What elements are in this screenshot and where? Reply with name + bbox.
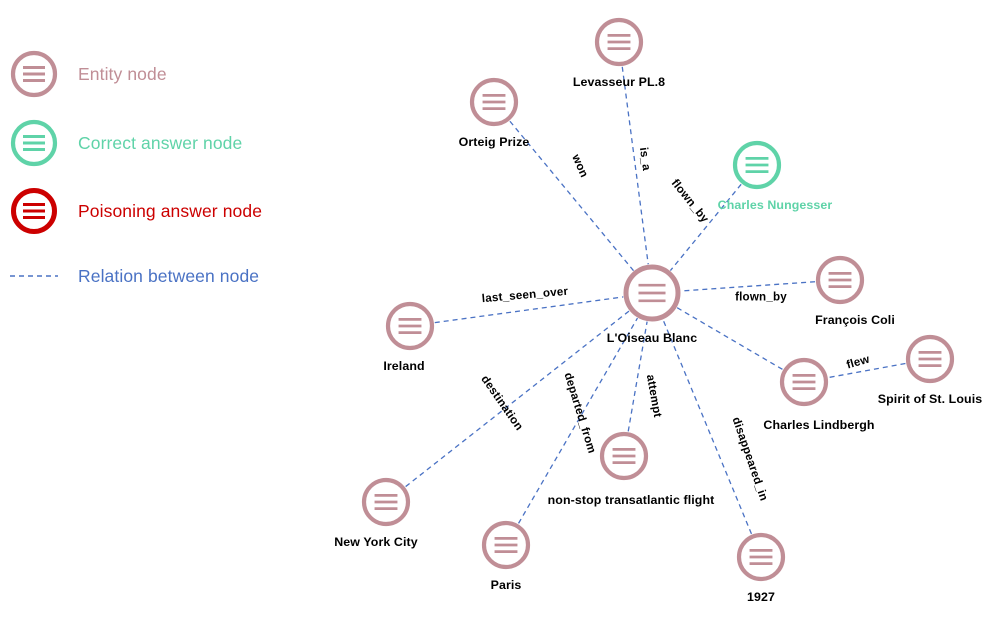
graph-node[interactable] <box>736 532 786 582</box>
legend-item-relation: Relation between node <box>8 250 259 302</box>
legend-item-correct-answer-node: Correct answer node <box>8 117 242 169</box>
legend-label-entity-node: Entity node <box>78 63 167 84</box>
graph-node[interactable] <box>815 255 865 305</box>
edge-layer <box>405 66 906 535</box>
graph-node[interactable] <box>779 357 829 407</box>
graph-node[interactable] <box>469 77 519 127</box>
node-label: non-stop transatlantic flight <box>547 493 715 507</box>
node-label: Spirit of St. Louis <box>877 392 983 406</box>
graph-node[interactable] <box>361 477 411 527</box>
node-label: L'Oiseau Blanc <box>606 331 698 345</box>
node-label: Charles Lindbergh <box>763 418 875 432</box>
graph-node[interactable] <box>732 140 782 190</box>
legend: Entity node Correct answer node Poisonin… <box>0 0 330 300</box>
node-layer <box>361 17 955 582</box>
graph-node[interactable] <box>594 17 644 67</box>
entity-node-icon <box>10 50 58 98</box>
correct-answer-node-icon <box>10 119 58 167</box>
graph-edge <box>434 296 624 324</box>
graph-edge <box>405 310 630 488</box>
legend-item-poisoning-answer-node: Poisoning answer node <box>8 185 262 237</box>
graph-node[interactable] <box>481 520 531 570</box>
node-label: Levasseur PL.8 <box>572 75 666 89</box>
node-label: Ireland <box>383 359 425 373</box>
graph-node[interactable] <box>599 431 649 481</box>
graph-node[interactable] <box>623 264 681 322</box>
node-label: Paris <box>490 578 522 592</box>
graph-edge <box>828 362 906 379</box>
graph-node[interactable] <box>385 301 435 351</box>
graph-node[interactable] <box>905 334 955 384</box>
graph-edge <box>662 319 753 535</box>
edge-label: flown_by <box>735 290 787 304</box>
legend-label-correct-answer-node: Correct answer node <box>78 132 243 153</box>
node-label: Charles Nungesser <box>717 198 833 212</box>
legend-label-relation: Relation between node <box>78 265 260 286</box>
graph-edge <box>517 317 639 524</box>
legend-item-entity-node: Entity node <box>8 48 167 100</box>
graph-edge <box>676 307 783 370</box>
poisoning-answer-node-icon <box>11 188 57 234</box>
node-label: 1927 <box>747 590 775 604</box>
graph-edge <box>680 281 816 292</box>
legend-label-poisoning-answer-node: Poisoning answer node <box>78 200 263 221</box>
node-label: François Coli <box>815 313 895 327</box>
graph-edge <box>669 183 742 271</box>
graph-edge <box>627 321 648 432</box>
node-label: Orteig Prize <box>458 135 530 149</box>
node-label: New York City <box>334 535 418 549</box>
graph-edge <box>621 66 649 265</box>
relation-dashed-line-icon <box>8 250 60 302</box>
